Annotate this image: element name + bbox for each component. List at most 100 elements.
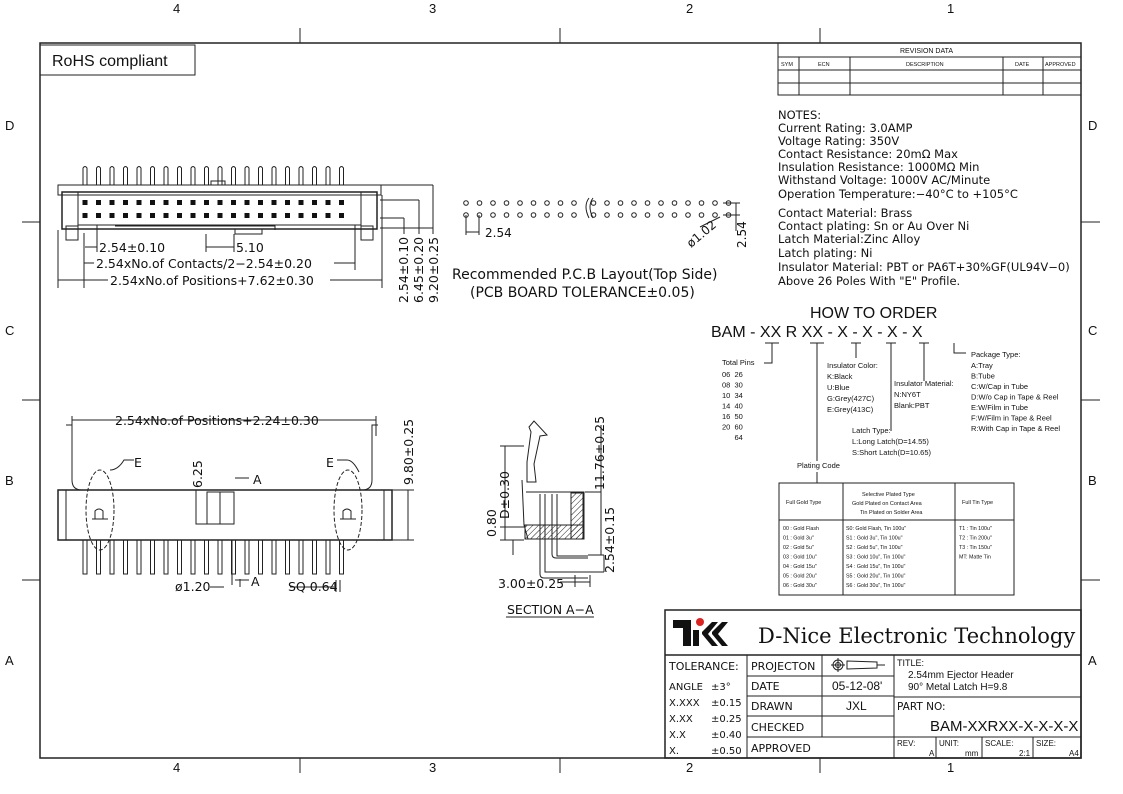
pin [298,166,304,185]
title-line-1: 2.54mm Ejector Header [908,670,1014,681]
tolerance-value: ±0.25 [711,714,742,725]
date-value: 05-12-08' [832,679,882,693]
total-pins-item: 16 50 [722,412,743,421]
pin [204,539,209,575]
pin [123,539,128,575]
revision-header-date: DATE [1015,62,1030,68]
dim-key: 5.10 [236,240,264,255]
contact [258,200,263,205]
insulator-material: Insulator Material: N:NY6T Blank:PBT [894,379,954,410]
total-pins-label: Total Pins [722,358,755,367]
pin [231,166,236,185]
revision-header-sym: SYM [781,62,793,68]
plating-header-full-tin: Full Tin Type [962,500,993,506]
date-label: DATE [751,680,780,693]
pin [177,539,182,575]
pin [325,166,331,185]
revision-header-description: DESCRIPTION [906,62,944,68]
package-type-item: A:Tray [971,361,993,370]
pin [325,539,331,575]
latch-type-item: L:Long Latch(D=14.55) [852,437,929,446]
selective-item: S2 : Gold 5u", Tin 100u" [846,545,903,551]
pin [96,166,101,185]
package-type-item: R:With Cap in Tape & Reel [971,424,1060,433]
note-line: Operation Temperature:−40°C to +105°C [778,187,1018,201]
contact [258,213,263,218]
detail-e-right: E [326,455,334,470]
pcb-tolerance: (PCB BOARD TOLERANCE±0.05) [470,285,695,301]
note-line: Insulation Resistance: 1000MΩ Min [778,160,979,174]
contact [177,213,182,218]
package-type-item: B:Tube [971,372,995,381]
pcb-hole [503,212,510,218]
pcb-hole [604,212,610,218]
contact [285,213,290,218]
zone-bottom-1: 1 [947,760,954,775]
order-code: BAM - XX R XX - X - X - X - X [711,324,923,341]
note-line: Insulator Material: PBT or PA6T+30%GF(UL… [778,260,1070,274]
tolerance-value: ±0.40 [711,730,742,741]
full-tin-item: T1 : Tin 100u" [959,526,992,532]
pcb-hole [671,200,678,206]
contact [244,200,250,205]
part-no-label: PART NO: [897,701,946,713]
plating-code-label: Plating Code [797,461,840,470]
pin [312,166,317,185]
pcb-hole [517,212,523,218]
pcb-row-pitch: 2.54 [735,221,749,248]
pin [339,166,344,185]
contact [271,213,277,218]
order-leaders [764,342,966,461]
tolerance-value: ±0.50 [711,746,742,757]
total-pins-item: 06 26 [722,370,743,379]
contact [271,200,277,205]
detail-e-left: E [134,455,142,470]
contact [109,213,115,218]
unit-value: mm [965,749,979,758]
pcb-hole [631,200,637,206]
company-name: D-Nice Electronic Technology [758,624,1075,648]
full-gold-item: 02 : Gold 5u" [783,545,814,551]
note-line: Above 26 Poles With "E" Profile. [778,274,960,288]
pin [258,539,263,575]
pcb-hole [557,212,564,218]
scale-value: 2:1 [1019,749,1031,758]
package-type-item: E:W/Film in Tube [971,403,1028,412]
contact [136,213,142,218]
tolerance-value: ±0.15 [711,698,742,709]
pcb-layout-drawing: 2.54 ø1.02 2.54 Recommended P.C.B Layout… [452,197,749,301]
company-logo [673,618,728,646]
pcb-hole [671,212,678,218]
contact [204,200,209,205]
tolerance-class: ANGLE [669,682,703,693]
selective-item: S4 : Gold 15u", Tin 100u" [846,564,906,570]
approved-label: APPROVED [751,742,811,755]
pin [285,166,290,185]
section-a-top: A [253,472,262,487]
full-gold-item: 06 : Gold 30u" [783,583,817,589]
contact [231,213,236,218]
contact [150,200,155,205]
order-heading: HOW TO ORDER [810,305,937,322]
unit-label: UNIT: [939,739,959,748]
zone-top-3: 3 [429,1,436,16]
insulator-color-item: K:Black [827,372,853,381]
pin [258,166,263,185]
pcb-hole [658,200,664,206]
total-pins-item: 20 60 [722,423,743,432]
dim-side-height: 9.80±0.25 [401,419,416,485]
pcb-hole [463,200,469,206]
note-line: Voltage Rating: 350V [778,134,899,148]
pin [136,539,142,575]
tolerance-class: X.XXX [669,698,700,709]
full-gold-item: 03 : Gold 10u" [783,555,817,561]
contact [96,200,101,205]
pin [244,539,250,575]
revision-table: REVISION DATA SYM ECN DESCRIPTION DATE A… [777,42,1082,96]
dim-section-pitch: 2.54±0.15 [602,507,617,573]
title-line-2: 90° Metal Latch H=9.8 [908,682,1008,693]
contact [244,213,250,218]
contact [231,200,236,205]
insulator-material-item: Blank:PBT [894,401,930,410]
contact [177,200,182,205]
